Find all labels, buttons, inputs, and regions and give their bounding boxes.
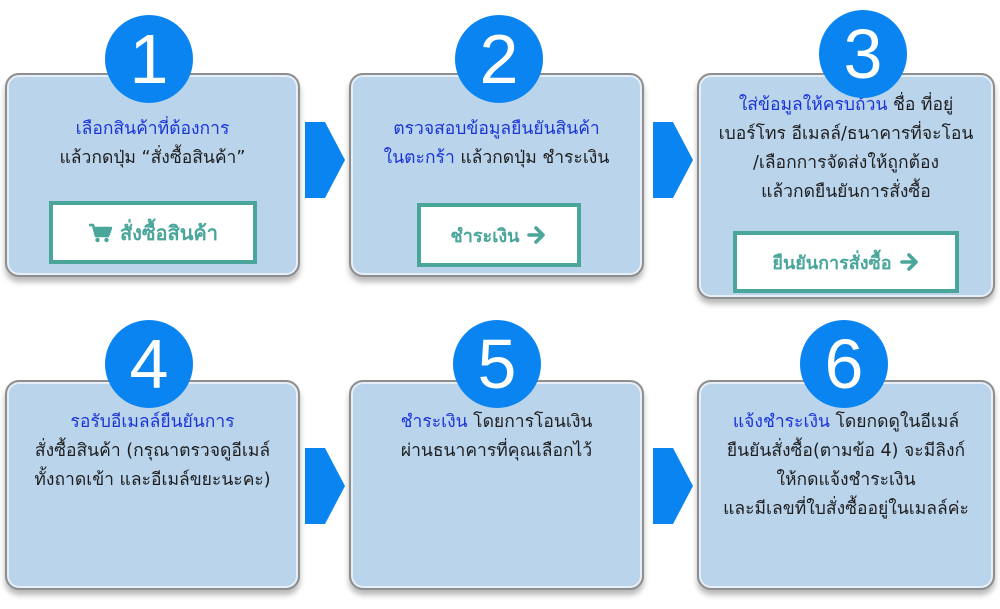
step-3-line-1: ใส่ข้อมูลให้ครบถ้วน ชื่อ ที่อยู่ xyxy=(699,91,993,120)
step-4-badge: 4 xyxy=(105,320,193,408)
step-4-line-3: ทั้งถาดเข้า และอีเมล์ขยะนะคะ) xyxy=(34,470,271,490)
confirm-order-label: ยืนยันการสั่งซื้อ xyxy=(772,252,892,274)
chevron-arrow-icon xyxy=(305,122,345,198)
step-5-line-1-rest: โดยการโอนเงิน xyxy=(467,412,593,432)
step-2-highlight: ตรวจสอบข้อมูลยืนยันสินค้า xyxy=(393,119,600,139)
step-3-line-2: เบอร์โทร อีเมลล์/ธนาคารที่จะโอน xyxy=(718,124,974,144)
step-1-highlight: เลือกสินค้าที่ต้องการ xyxy=(75,119,230,139)
arrow-right-icon xyxy=(899,253,918,271)
step-2-card: ตรวจสอบข้อมูลยืนยันสินค้า ในตะกร้า แล้วก… xyxy=(349,73,644,277)
step-6-line-4: และมีเลขที่ใบสั่งซื้ออยู่ในเมลล์ค่ะ xyxy=(723,499,969,519)
step-3-line-3: /เลือกการจัดส่งให้ถูกต้อง xyxy=(752,153,940,173)
step-3-line-4: แล้วกดยืนยันการสั่งซื้อ xyxy=(761,182,931,202)
step-5-line-1: ชำระเงิน โดยการโอนเงิน xyxy=(351,408,642,437)
chevron-arrow-icon xyxy=(305,448,345,524)
step-5-highlight: ชำระเงิน xyxy=(400,412,468,432)
step-2-highlight-2: ในตะกร้า xyxy=(383,148,455,168)
step-1-card: เลือกสินค้าที่ต้องการ แล้วกดปุ่ม “สั่งซื… xyxy=(5,73,300,277)
pay-button[interactable]: ชำระเงิน xyxy=(417,203,581,267)
step-3-highlight: ใส่ข้อมูลให้ครบถ้วน xyxy=(738,95,888,115)
pay-button-label: ชำระเงิน xyxy=(450,225,520,247)
step-6-badge: 6 xyxy=(800,320,888,408)
step-6-line-3: ให้กดแจ้งชำระเงิน xyxy=(776,470,916,490)
step-6-card: แจ้งชำระเงิน โดยกดดูในอีเมล์ ยืนยันสั่งซ… xyxy=(697,380,995,590)
cart-icon xyxy=(88,223,112,242)
step-4-text: รอรับอีเมลล์ยืนยันการ สั่งซื้อสินค้า (กร… xyxy=(7,408,298,495)
arrow-right-icon xyxy=(527,226,546,244)
step-5-card: ชำระเงิน โดยการโอนเงิน ผ่านธนาคารที่คุณเ… xyxy=(349,380,644,590)
step-3-text: ใส่ข้อมูลให้ครบถ้วน ชื่อ ที่อยู่ เบอร์โท… xyxy=(699,91,993,207)
buy-button[interactable]: สั่งซื้อสินค้า xyxy=(49,201,257,264)
step-1-badge: 1 xyxy=(105,15,193,103)
step-1-line: แล้วกดปุ่ม “สั่งซื้อสินค้า” xyxy=(59,148,246,168)
step-4-highlight: รอรับอีเมลล์ยืนยันการ xyxy=(70,412,235,432)
step-6-highlight: แจ้งชำระเงิน xyxy=(732,412,830,432)
step-5-line-2: ผ่านธนาคารที่คุณเลือกไว้ xyxy=(400,441,593,461)
step-2-line-rest: แล้วกดปุ่ม ชำระเงิน xyxy=(454,148,610,168)
chevron-arrow-icon xyxy=(653,448,693,524)
step-6-line-1-rest: โดยกดดูในอีเมล์ xyxy=(829,412,960,432)
step-6-line-1: แจ้งชำระเงิน โดยกดดูในอีเมล์ xyxy=(699,408,993,437)
step-3-badge: 3 xyxy=(819,10,907,98)
step-6-line-2: ยืนยันสั่งซื้อ(ตามข้อ 4) จะมีลิงก์ xyxy=(726,441,966,461)
step-1-text: เลือกสินค้าที่ต้องการ แล้วกดปุ่ม “สั่งซื… xyxy=(7,115,298,173)
step-3-card: ใส่ข้อมูลให้ครบถ้วน ชื่อ ที่อยู่ เบอร์โท… xyxy=(697,73,995,299)
chevron-arrow-icon xyxy=(653,122,693,198)
step-5-badge: 5 xyxy=(453,320,541,408)
step-3-line-1-rest: ชื่อ ที่อยู่ xyxy=(887,95,954,115)
step-4-line-2: สั่งซื้อสินค้า (กรุณาตรวจดูอีเมล์ xyxy=(34,441,271,461)
step-5-text: ชำระเงิน โดยการโอนเงิน ผ่านธนาคารที่คุณเ… xyxy=(351,408,642,466)
confirm-order-button[interactable]: ยืนยันการสั่งซื้อ xyxy=(733,231,959,293)
buy-button-label: สั่งซื้อสินค้า xyxy=(119,220,219,245)
step-6-text: แจ้งชำระเงิน โดยกดดูในอีเมล์ ยืนยันสั่งซ… xyxy=(699,408,993,524)
step-2-badge: 2 xyxy=(455,15,543,103)
step-4-card: รอรับอีเมลล์ยืนยันการ สั่งซื้อสินค้า (กร… xyxy=(5,380,300,590)
step-2-text: ตรวจสอบข้อมูลยืนยันสินค้า ในตะกร้า แล้วก… xyxy=(351,115,642,173)
step-2-line: ในตะกร้า แล้วกดปุ่ม ชำระเงิน xyxy=(351,144,642,173)
